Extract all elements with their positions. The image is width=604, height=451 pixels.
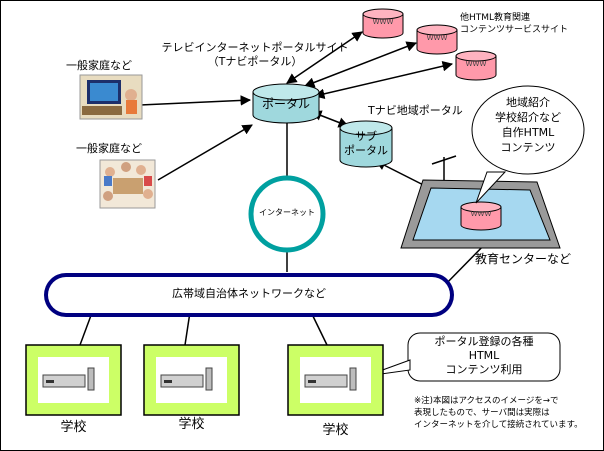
home-photo-2 bbox=[99, 159, 156, 209]
note-line2: 表現したもので、サーバ間は実際は bbox=[414, 408, 550, 418]
school-label-2: 学校 bbox=[178, 417, 205, 432]
callout-school-line3: コンテンツ利用 bbox=[445, 363, 523, 376]
home-photo-1 bbox=[79, 74, 143, 120]
callout-region-line3: 自作HTML bbox=[501, 126, 555, 139]
www-label-2: WWW bbox=[426, 34, 448, 42]
portal-label: ポータル bbox=[261, 97, 310, 111]
arrow-home1-portal bbox=[139, 95, 252, 106]
internet-label: インターネット bbox=[259, 208, 315, 217]
portal-server bbox=[252, 83, 320, 124]
education-center-label: 教育センターなど bbox=[475, 252, 572, 266]
callout-school-line1: ポータル登録の各種 bbox=[434, 335, 534, 348]
portal-site-subtitle: （Tナビポータル） bbox=[207, 55, 303, 68]
www-label-center: WWW bbox=[470, 210, 492, 218]
www-server-3 bbox=[455, 50, 497, 81]
callout-region-line4: コンテンツ bbox=[500, 141, 556, 154]
other-sites-line1: 他HTML教育関連 bbox=[460, 13, 531, 23]
school-pc-3 bbox=[287, 344, 384, 416]
callout-region-line1: 地域紹介 bbox=[506, 96, 550, 109]
callout-school-line2: HTML bbox=[468, 349, 500, 362]
education-center-server bbox=[460, 201, 502, 231]
sub-portal-label-2: ポータル bbox=[344, 144, 388, 157]
tnavi-region-label: Tナビ地域ポータル bbox=[368, 104, 463, 117]
school-pc-1 bbox=[25, 344, 122, 416]
other-sites-line2: コンテンツサービスサイト bbox=[460, 25, 569, 35]
network-label: 広帯域自治体ネットワークなど bbox=[172, 287, 326, 300]
portal-site-title: テレビインターネットポータルサイト bbox=[161, 41, 349, 54]
arrow-portal-www3 bbox=[313, 61, 454, 99]
line-network-school2 bbox=[184, 311, 191, 346]
note-line1: ※注)本図はアクセスのイメージを→で bbox=[414, 396, 559, 406]
sub-portal-server bbox=[339, 120, 393, 168]
school-pc-2 bbox=[143, 344, 240, 416]
school-label-3: 学校 bbox=[322, 423, 349, 438]
note-line3: インターネットを介して接続されています。 bbox=[414, 420, 583, 430]
home-label-1: 一般家庭など bbox=[66, 59, 132, 72]
callout-region-bubble bbox=[471, 85, 585, 204]
callout-school-bubble bbox=[365, 332, 561, 382]
network-bar bbox=[44, 273, 454, 317]
callout-region-line2: 学校紹介など bbox=[495, 111, 561, 124]
www-server-1 bbox=[362, 8, 404, 39]
school-label-1: 学校 bbox=[60, 420, 87, 435]
www-label-3: WWW bbox=[465, 60, 487, 68]
arrow-home2-portal bbox=[157, 124, 253, 181]
sub-portal-label-1: サブ bbox=[355, 130, 377, 143]
www-server-2 bbox=[416, 24, 458, 55]
home-label-2: 一般家庭など bbox=[76, 142, 142, 155]
internet-ring bbox=[248, 175, 326, 253]
www-label-1: WWW bbox=[372, 18, 394, 26]
